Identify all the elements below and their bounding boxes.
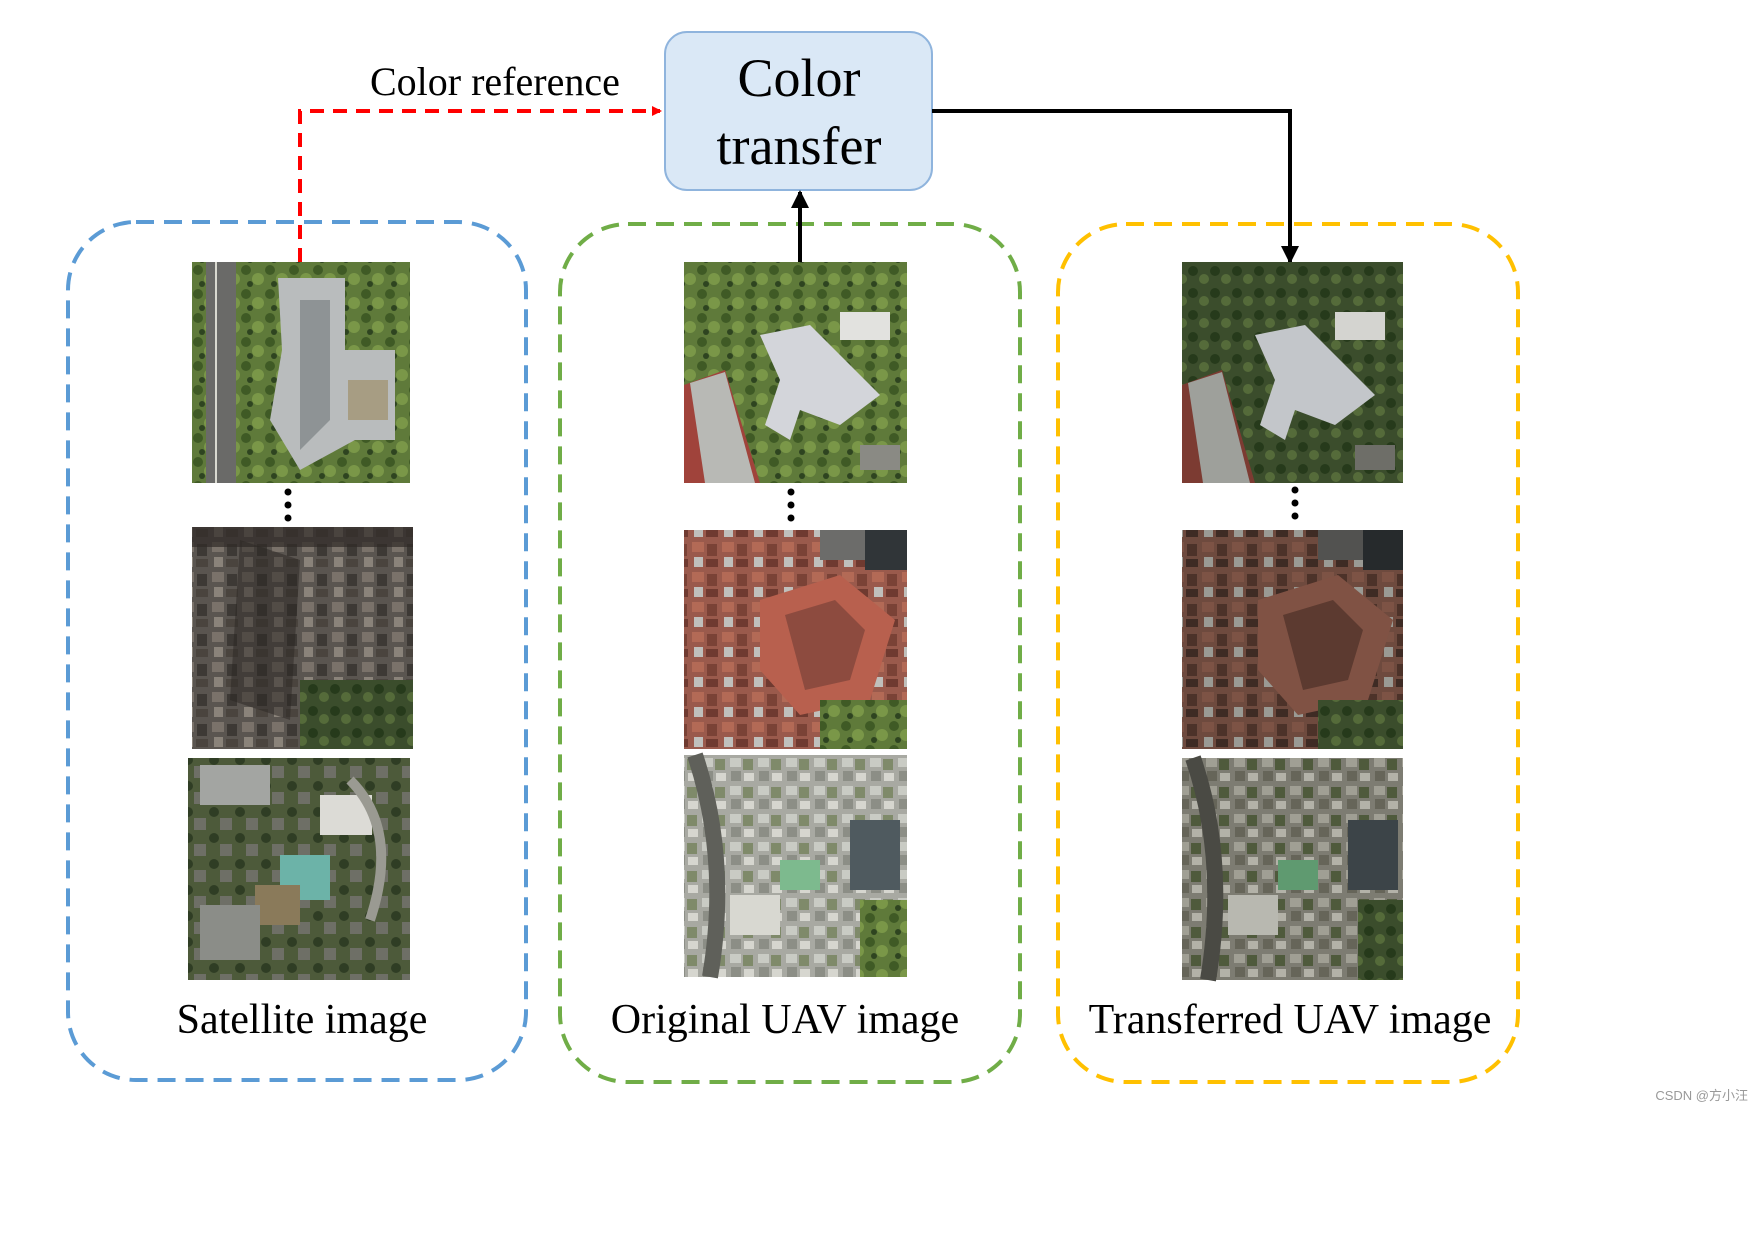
transferred-uav-image-label: Transferred UAV image [1089, 997, 1492, 1043]
uav-street-image [684, 752, 907, 979]
uav-red-brick-image [684, 530, 907, 749]
transferred-campus-image [1182, 262, 1403, 483]
transferred-uav-panel [1056, 222, 1520, 1084]
satellite-city-block-image [192, 527, 413, 749]
vertical-ellipsis-icon [787, 488, 795, 522]
transfer-to-output-arrow [932, 109, 1299, 264]
transferred-street-image [1182, 755, 1403, 982]
original-uav-panel [558, 222, 1022, 1084]
transferred-red-brick-image [1182, 530, 1403, 749]
watermark: CSDN @方小汪 [1655, 1088, 1748, 1103]
color-transfer-label-line2: transfer [717, 116, 882, 176]
original-uav-image-label: Original UAV image [611, 997, 959, 1043]
satellite-image-label: Satellite image [177, 997, 428, 1043]
vertical-ellipsis-icon [1291, 486, 1299, 520]
uav-campus-image [684, 262, 907, 483]
satellite-campus-image [192, 262, 410, 483]
satellite-panel [66, 220, 528, 1082]
vertical-ellipsis-icon [284, 488, 292, 522]
color-reference-arrow [298, 106, 662, 262]
color-reference-label: Color reference [370, 59, 620, 104]
satellite-green-roof-image [188, 758, 410, 980]
color-transfer-label-line1: Color [737, 48, 860, 108]
